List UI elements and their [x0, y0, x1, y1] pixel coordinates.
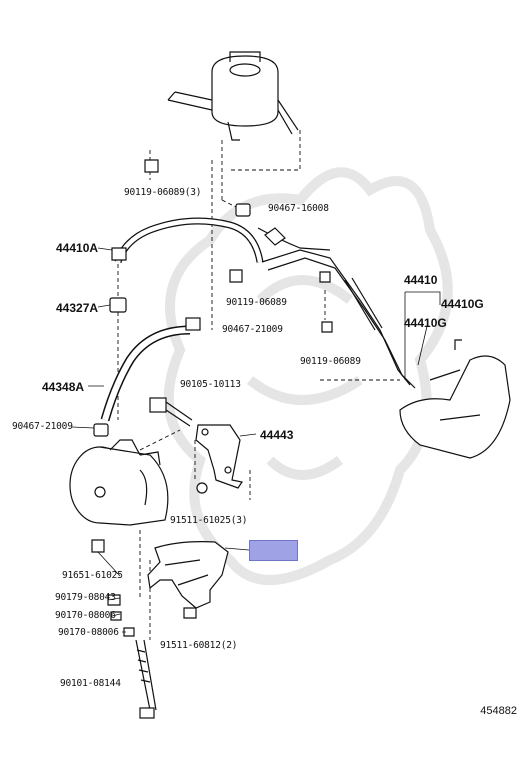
bracket-44443: [195, 424, 243, 494]
label-90467-21009-b[interactable]: 90467-21009: [12, 421, 73, 432]
label-90179-08043[interactable]: 90179-08043: [55, 592, 116, 603]
bolt-90105: [149, 397, 193, 427]
label-pointers: [71, 247, 441, 633]
label-90467-16008[interactable]: 90467-16008: [268, 203, 329, 214]
pump-bracket: [147, 541, 229, 609]
label-44410a[interactable]: 44410A: [56, 241, 99, 255]
label-44410g-a[interactable]: 44410G: [441, 297, 484, 311]
label-44327a[interactable]: 44327A: [56, 301, 99, 315]
label-90119-06089-a[interactable]: 90119-06089: [226, 297, 287, 308]
pressure-hose: [111, 217, 264, 264]
pressure-tubes: [257, 227, 416, 389]
steering-gear: [399, 339, 511, 459]
label-91511-60812-x2[interactable]: 91511-60812(2): [160, 640, 238, 651]
label-90119-06089-b[interactable]: 90119-06089: [300, 356, 361, 367]
label-91651-61025[interactable]: 91651-61025: [62, 570, 123, 581]
label-44410[interactable]: 44410: [404, 273, 438, 287]
label-44410g-b[interactable]: 44410G: [404, 316, 447, 330]
reservoir-tank: [167, 51, 299, 141]
power-steering-pump: [69, 439, 169, 526]
clamps-and-nuts: [93, 159, 333, 437]
label-90119-06089-x3[interactable]: 90119-06089(3): [124, 187, 202, 198]
label-44348a[interactable]: 44348A: [42, 380, 85, 394]
return-hose: [100, 317, 201, 422]
label-90170-08006-a[interactable]: 90170-08006: [55, 610, 116, 621]
leader-lines: [117, 130, 400, 640]
label-90105-10113[interactable]: 90105-10113: [180, 379, 241, 390]
label-90467-21009-a[interactable]: 90467-21009: [222, 324, 283, 335]
label-91511-61025-x3[interactable]: 91511-61025(3): [170, 515, 248, 526]
label-44443[interactable]: 44443: [260, 428, 294, 442]
watermark-emblem: [163, 167, 453, 585]
label-90170-08006-b[interactable]: 90170-08006: [58, 627, 119, 638]
label-90101-08144[interactable]: 90101-08144: [60, 678, 121, 689]
small-fasteners: [91, 539, 197, 637]
diagram-code: 454882: [480, 705, 517, 717]
highlighted-part-marker[interactable]: [249, 540, 298, 561]
long-bolt: [135, 639, 157, 719]
